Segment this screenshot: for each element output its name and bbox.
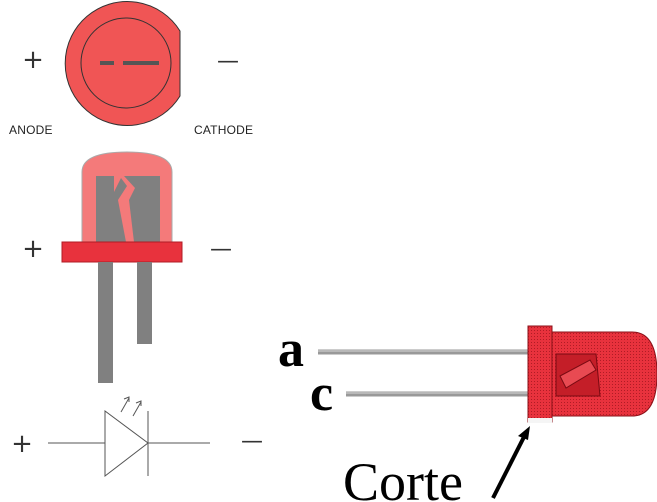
led-symbol: + — — [11, 396, 263, 478]
side-anode-sign: + — [22, 234, 44, 264]
symbol-cathode-sign: — — [241, 429, 263, 454]
led-top-view-die-ring — [80, 17, 172, 109]
led-top-view-dash-right — [123, 61, 159, 65]
top-anode-sign: + — [22, 45, 44, 75]
led-top-view: + — ANODE CATHODE — [9, 1, 253, 137]
led-illustration: a c Corte — [278, 321, 657, 502]
cathode-label: CATHODE — [194, 123, 253, 137]
led-side-view-anvil — [96, 176, 127, 242]
lead-c-label: c — [310, 365, 333, 422]
led-illustration-anvil — [559, 359, 597, 389]
led-side-view-flange — [61, 241, 183, 263]
symbol-diode-triangle — [104, 410, 149, 478]
top-cathode-sign: — — [217, 49, 239, 74]
led-top-view-dash-left — [100, 61, 114, 65]
led-side-view-anode-lead — [98, 262, 113, 383]
side-cathode-sign: — — [210, 237, 232, 262]
cut-pointer-arrow — [491, 432, 528, 499]
cut-label: Corte — [343, 452, 463, 502]
led-illustration-flange — [527, 325, 553, 423]
led-side-view: + — — [22, 151, 232, 383]
anode-label: ANODE — [9, 123, 53, 137]
lead-a-label: a — [278, 321, 304, 378]
symbol-light-arrows — [120, 396, 142, 417]
cut-pointer-arrowhead — [518, 426, 530, 440]
led-top-view-body — [64, 1, 181, 126]
symbol-anode-sign: + — [11, 429, 33, 459]
led-side-view-post — [124, 176, 160, 242]
led-illustration-flange-cut — [528, 418, 552, 423]
led-side-view-cathode-lead — [137, 262, 152, 344]
